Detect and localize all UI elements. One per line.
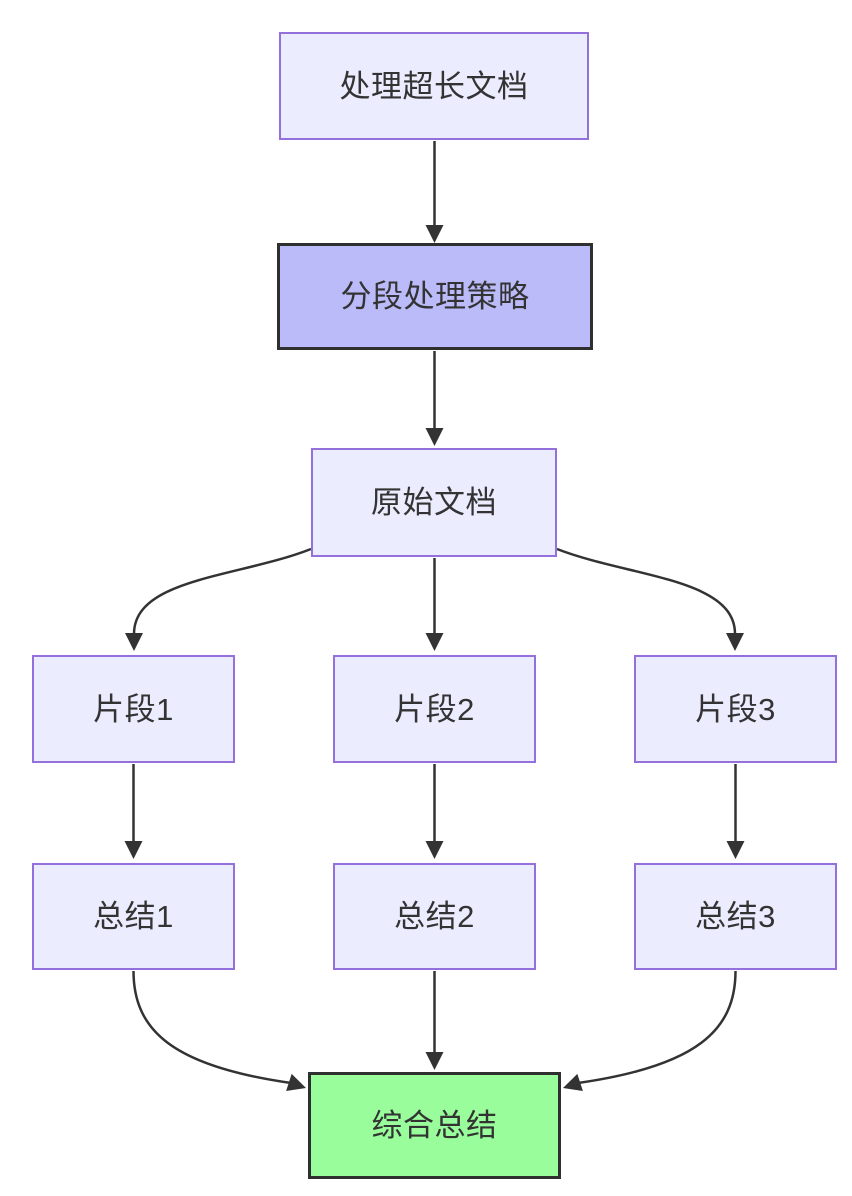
node-summary-3: 总结3 (634, 863, 837, 970)
arrowhead (286, 1073, 306, 1091)
arrowhead (563, 1073, 583, 1091)
arrowhead (425, 841, 444, 859)
node-chunk-2: 片段2 (333, 655, 536, 763)
arrowhead (726, 841, 745, 859)
node-final-summary: 综合总结 (308, 1072, 561, 1179)
node-summary-3-label: 总结3 (695, 899, 776, 934)
node-summary-1: 总结1 (32, 863, 235, 970)
arrowhead (124, 841, 143, 859)
node-task: 处理超长文档 (279, 32, 589, 140)
node-summary-2-label: 总结2 (394, 899, 475, 934)
node-chunk-1: 片段1 (32, 655, 235, 763)
node-task-label: 处理超长文档 (339, 68, 529, 104)
node-chunk-3-label: 片段3 (695, 691, 776, 727)
edge-doc-chunk3 (556, 547, 737, 635)
edge-doc-chunk1 (132, 547, 312, 635)
arrowhead (726, 633, 744, 651)
edge-sum1-final (132, 970, 292, 1085)
node-summary-1-label: 总结1 (93, 899, 174, 934)
arrowhead (425, 633, 444, 651)
node-strategy-label: 分段处理策略 (340, 279, 530, 314)
edge-sum3-final (577, 970, 737, 1085)
node-chunk-3: 片段3 (634, 655, 837, 763)
node-chunk-2-label: 片段2 (394, 691, 475, 727)
node-original-document: 原始文档 (311, 448, 557, 557)
node-chunk-1-label: 片段1 (93, 691, 174, 727)
node-strategy: 分段处理策略 (277, 243, 593, 350)
node-final-summary-label: 综合总结 (371, 1108, 498, 1143)
arrowhead (425, 225, 444, 243)
node-summary-2: 总结2 (333, 863, 536, 970)
arrowhead (425, 428, 444, 446)
arrowhead (125, 633, 143, 651)
node-original-document-label: 原始文档 (371, 485, 497, 520)
arrowhead (425, 1052, 444, 1070)
